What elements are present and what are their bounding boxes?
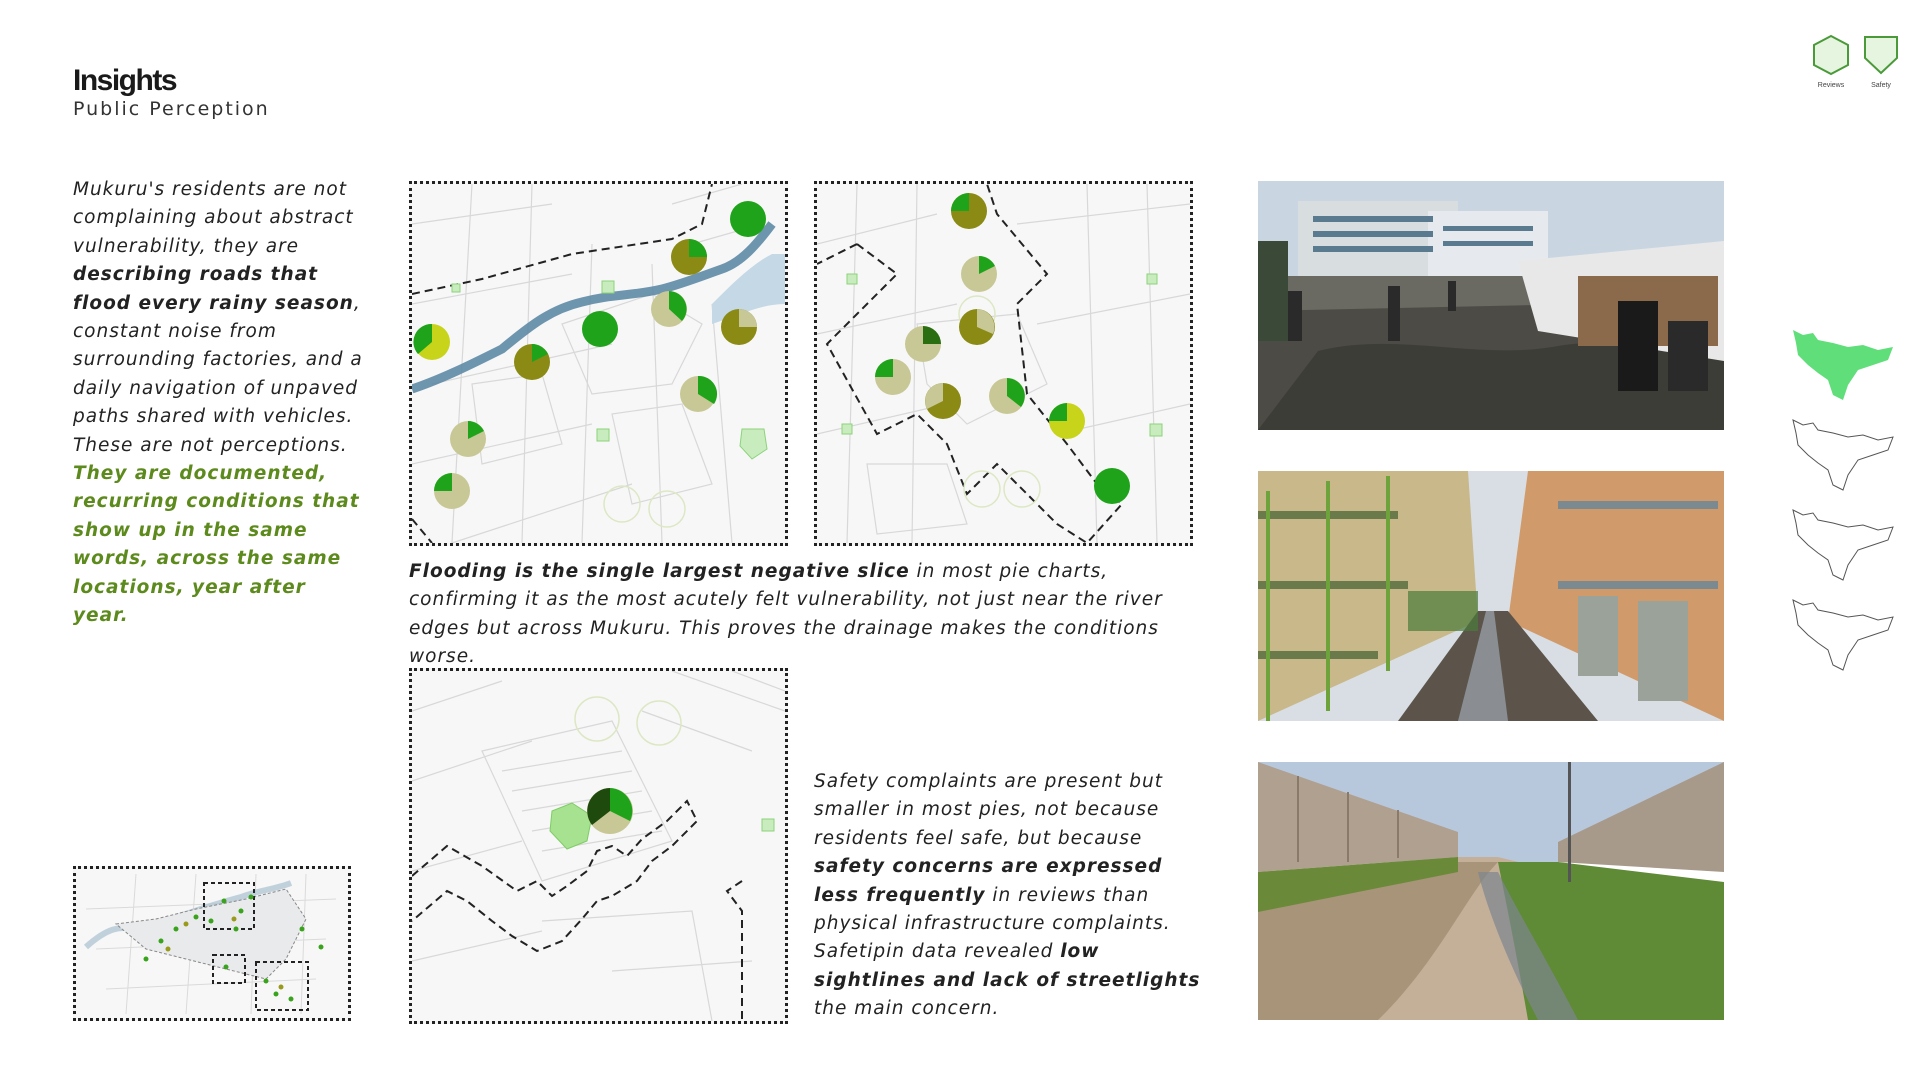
intro-green-2: the same locations, year after year.	[73, 548, 342, 627]
caption-safety-text-3: the main concern.	[814, 998, 1000, 1020]
legend: Reviews Safety	[1810, 34, 1902, 89]
intro-text-2: complaining about abstract vulnerability…	[73, 207, 354, 257]
settlement-outline-2[interactable]	[1788, 505, 1898, 585]
legend-label-reviews: Reviews	[1817, 82, 1845, 89]
intro-text-3: , constant noise from surrounding factor…	[73, 292, 363, 456]
settlement-outline-1[interactable]	[1788, 415, 1898, 495]
settlement-outline-stack	[1788, 325, 1920, 685]
caption-flooding-text: in most pie charts, confirming it as the…	[409, 561, 1163, 668]
page-subtitle: Public Perception	[73, 98, 270, 120]
intro-bold: describing roads that flood every rainy …	[73, 264, 354, 314]
pie-marker-map3	[587, 788, 633, 834]
intro-text-1: Mukuru's residents are not	[73, 179, 347, 200]
caption-safety: Safety complaints are present but smalle…	[814, 768, 1202, 1024]
map-settlement-boundary[interactable]	[814, 181, 1193, 546]
intro-green-1: They are documented, recurring condition…	[73, 463, 360, 570]
photo-flooded-market-street[interactable]	[1258, 181, 1724, 430]
settlement-outline-3[interactable]	[1788, 595, 1898, 675]
page-title: Insights	[73, 64, 178, 97]
caption-flooding-bold: Flooding is the single largest negative …	[409, 561, 910, 582]
caption-safety-bold-1: safety concerns are expressed less frequ…	[814, 856, 1163, 906]
caption-safety-text-2: in reviews than physical infrastructure …	[814, 884, 1171, 963]
overview-map[interactable]	[73, 866, 351, 1021]
photo-unpaved-street-buildings[interactable]	[1258, 471, 1724, 721]
legend-item-reviews[interactable]: Reviews	[1810, 34, 1852, 89]
caption-flooding: Flooding is the single largest negative …	[409, 558, 1199, 672]
settlement-outline-highlighted[interactable]	[1788, 325, 1898, 405]
caption-safety-text-1: Safety complaints are present but smalle…	[814, 771, 1163, 849]
map-river-area[interactable]	[409, 181, 788, 546]
map-safety-area[interactable]	[409, 668, 788, 1024]
shield-outline-icon	[1864, 36, 1898, 75]
caption-safety-bold-2: low sightlines and lack of streetlights	[814, 941, 1201, 991]
legend-item-safety[interactable]: Safety	[1860, 34, 1902, 89]
legend-label-safety: Safety	[1871, 82, 1891, 89]
hexagon-outline-icon	[1813, 34, 1849, 76]
header: Insights Public Perception	[73, 64, 270, 120]
pie-markers-map2	[875, 193, 1130, 504]
pie-markers-map1	[413, 201, 766, 509]
photo-road-along-walls[interactable]	[1258, 762, 1724, 1020]
intro-paragraph: Mukuru's residents are not complaining a…	[73, 176, 363, 631]
